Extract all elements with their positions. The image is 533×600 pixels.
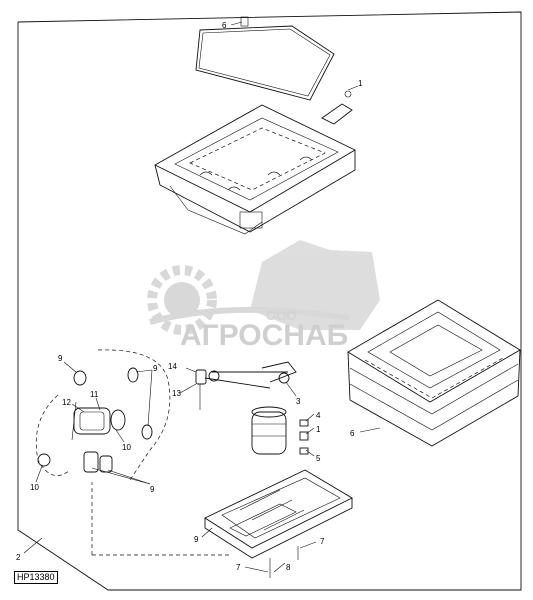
- callout-10-left: 10: [30, 483, 39, 492]
- outer-border: [17, 11, 522, 591]
- assembly-enclosure: [91, 482, 232, 556]
- seat-cover-plate: [195, 16, 335, 101]
- callout-2: 2: [16, 553, 21, 562]
- callout-7-right: 7: [320, 537, 325, 546]
- compressor-motor: [73, 407, 126, 435]
- callout-7-left: 7: [236, 563, 241, 572]
- callout-9-bottom: 9: [150, 485, 155, 494]
- air-spring: [251, 406, 309, 455]
- callout-3: 3: [296, 397, 301, 406]
- callout-10-right: 10: [122, 443, 131, 452]
- wiring-harness: [35, 349, 171, 481]
- callout-1-latch: 1: [358, 79, 363, 88]
- watermark-small-text: ООО: [266, 308, 296, 323]
- callout-6-cushion: 6: [350, 429, 355, 438]
- callout-11: 11: [90, 390, 99, 399]
- leader-lines: [23, 361, 317, 573]
- watermark-combine-icon: [250, 240, 380, 330]
- callout-9-right-top: 9: [153, 364, 158, 373]
- callout-6-cover: 6: [222, 21, 227, 30]
- callout-1-spring: 1: [316, 425, 321, 434]
- watermark-gear-icon: [147, 265, 217, 335]
- callout-8: 8: [286, 563, 291, 572]
- watermark-brand-text: АГРОСНАБ: [180, 319, 348, 352]
- watermark: ООО АГРОСНАБ: [147, 240, 380, 352]
- callout-14: 14: [168, 362, 177, 371]
- upper-seat-frame: [154, 104, 356, 235]
- callout-12: 12: [62, 398, 71, 407]
- callout-4: 4: [316, 411, 321, 420]
- latch-bracket: [321, 85, 359, 125]
- callout-5: 5: [316, 454, 321, 463]
- callout-9-frame: 9: [194, 535, 199, 544]
- callout-labels: 6 1 9 9 14 12 11 13 10 10 9 3 4 1 5 6 9 …: [16, 21, 363, 572]
- seat-linkage: [195, 361, 297, 410]
- lower-base-frame: [204, 469, 353, 578]
- callout-9-left-top: 9: [58, 354, 63, 363]
- callout-13: 13: [172, 389, 181, 398]
- figure-reference-label: HP13380: [14, 571, 58, 584]
- seat-cushion: [347, 299, 521, 447]
